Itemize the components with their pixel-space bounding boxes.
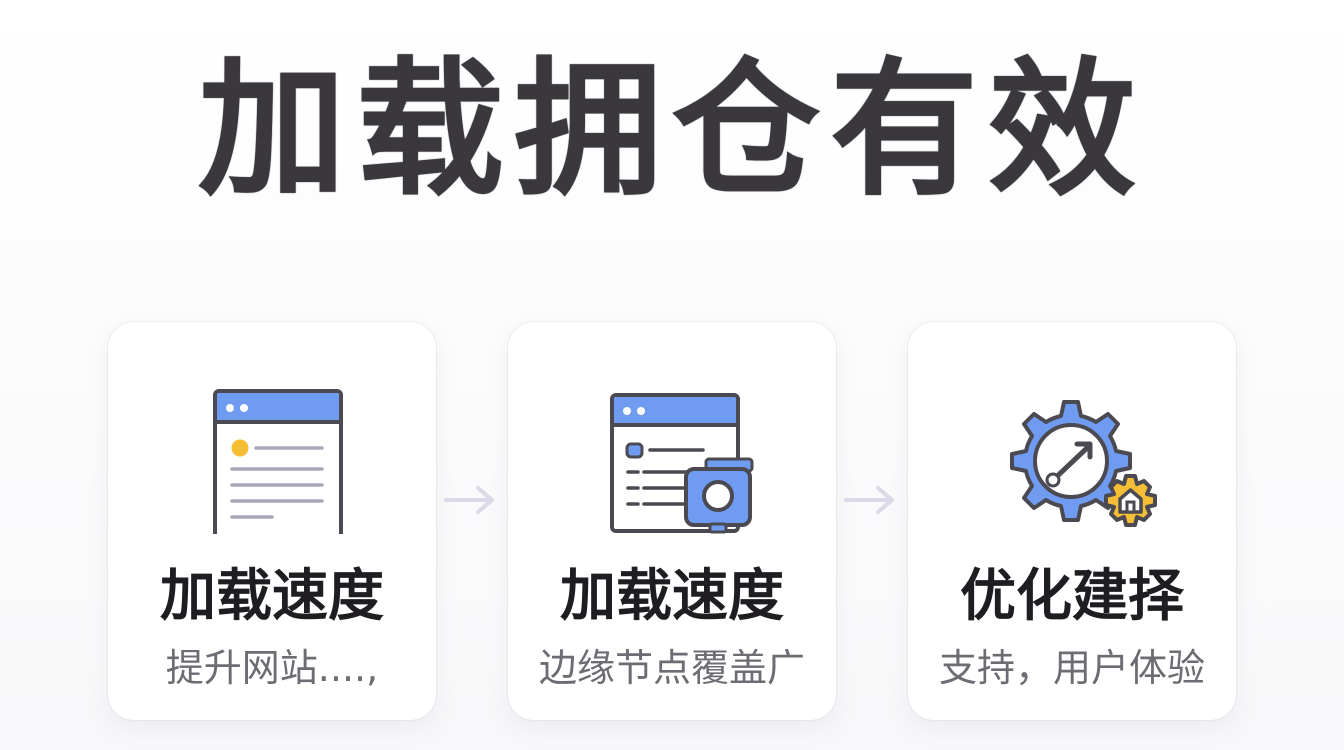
- arrow-right-icon: [840, 480, 900, 520]
- feature-card-title: 加载速度: [160, 564, 384, 629]
- gear-home-icon: [982, 364, 1162, 534]
- arrow-right-icon: [440, 480, 500, 520]
- feature-card-title: 优化建择: [960, 564, 1184, 629]
- feature-card-subtitle: 边缘节点覆盖广: [538, 646, 805, 690]
- browser-window-icon: [182, 364, 362, 534]
- feature-card-optimization: 优化建择 支持，用户体验: [908, 322, 1236, 720]
- feature-card-edge-nodes: 加载速度 边缘节点覆盖广: [508, 322, 836, 720]
- page-title: 加载拥仓有效: [198, 44, 1146, 216]
- feature-card-subtitle: 提升网站....,: [165, 646, 379, 690]
- feature-card-subtitle: 支持，用户体验: [938, 646, 1205, 690]
- feature-card-title: 加载速度: [560, 564, 784, 629]
- browser-camera-icon: [582, 364, 762, 534]
- feature-card-loading-speed: 加载速度 提升网站....,: [108, 322, 436, 720]
